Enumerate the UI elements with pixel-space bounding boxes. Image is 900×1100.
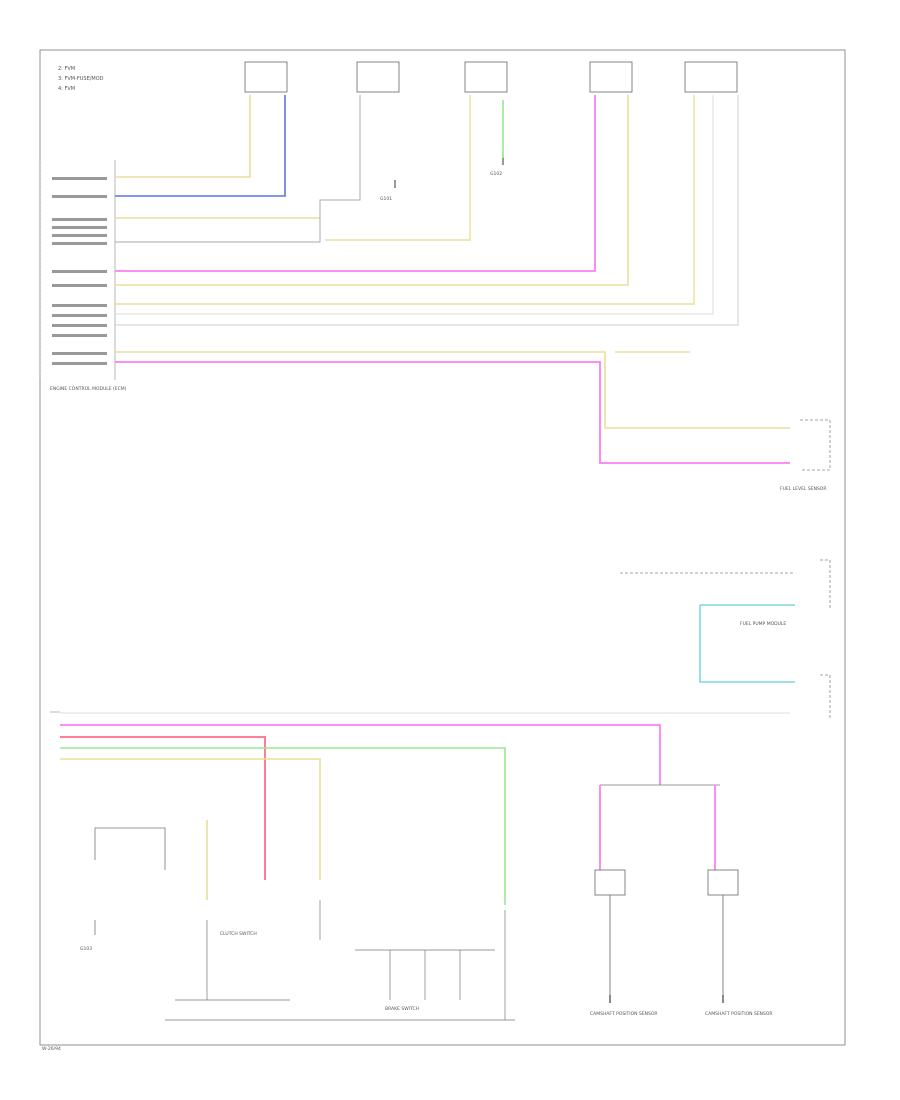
wire-pink — [115, 95, 596, 272]
cam-sensor-left-label: CAMSHAFT POSITION SENSOR — [590, 1011, 658, 1017]
legend-item: 3: FVM-FUSE/MOD — [58, 76, 104, 82]
wire-gray — [115, 95, 739, 326]
fuel-pump-label: FUEL PUMP MODULE — [740, 621, 786, 627]
switch-group — [355, 949, 495, 1000]
wire-pink — [60, 724, 661, 785]
wire-yellow — [60, 758, 321, 880]
ground-label: G103 — [80, 946, 92, 952]
legend-item: 4: FVM — [58, 86, 75, 92]
ground-label: G102 — [490, 171, 502, 177]
wire-yellow — [115, 95, 695, 305]
ground-symbols-top — [394, 155, 504, 188]
brake-switch-label: BRAKE SWITCH — [385, 1006, 419, 1012]
lower-connector — [50, 711, 790, 714]
wire-red — [60, 736, 266, 880]
clutch-switch-label: CLUTCH SWITCH — [220, 931, 257, 937]
ecm-label: ENGINE CONTROL MODULE (ECM) — [50, 386, 127, 392]
legend: 2: FVM 3: FVM-FUSE/MOD 4: FVM — [58, 66, 104, 92]
top-components — [244, 61, 738, 93]
wire-blue — [115, 95, 286, 197]
wire-yellow — [325, 95, 471, 241]
cam-sensor-right-label: CAMSHAFT POSITION SENSOR — [705, 1011, 773, 1017]
fuel-pump-module: FUEL PUMP MODULE — [620, 559, 831, 720]
fuel-level-sensor: FUEL LEVEL SENSOR — [780, 419, 831, 492]
wire-cyan — [699, 605, 795, 683]
wire-green — [60, 747, 506, 905]
fuel-sensor-label: FUEL LEVEL SENSOR — [780, 486, 826, 492]
cam-sensors — [594, 869, 739, 995]
wire-yellow — [115, 95, 629, 286]
wire-yellow — [115, 95, 251, 178]
wire-gray — [115, 95, 361, 243]
wire-gray — [115, 95, 714, 315]
ground-symbols-bottom — [609, 995, 724, 1003]
wire-yellow — [115, 351, 790, 429]
ground-label: G101 — [380, 196, 392, 202]
wire-pink — [115, 361, 790, 464]
footer-code: W-26/94 — [42, 1046, 61, 1052]
ecm-connector: ENGINE CONTROL MODULE (ECM) — [39, 160, 127, 392]
legend-item: 2: FVM — [58, 66, 75, 72]
ground-loop — [94, 827, 166, 935]
diagram-frame — [39, 49, 846, 1046]
bus-lines — [165, 900, 515, 1021]
